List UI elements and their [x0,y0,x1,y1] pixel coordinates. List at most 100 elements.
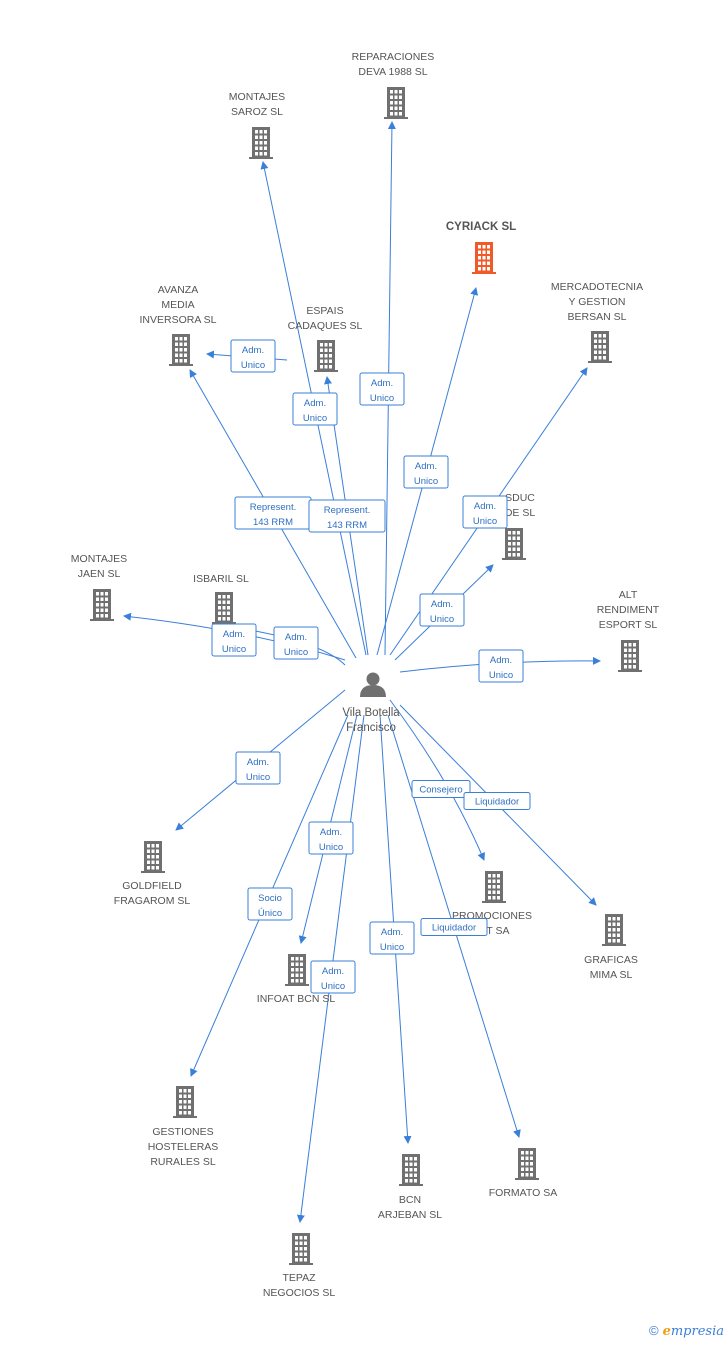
nodes-layer: REPARACIONES DEVA 1988 SL MONTAJES SAROZ SL… [71,51,660,1299]
company-name-line: REPARACIONES [352,51,435,63]
role-text-line: Liquidador [432,923,476,934]
company-node-formato[interactable]: FORMATO SA [489,1148,557,1199]
company-name-line: INFOAT BCN SL [257,993,336,1005]
center-name-line-2: Francisco [346,722,396,734]
company-node-reparaciones-deva[interactable]: REPARACIONES DEVA 1988 SL [352,51,435,119]
company-name-line: MEDIA [161,299,194,311]
company-name-line: HOSTELERAS [148,1141,219,1153]
role-text-line: Unico [241,360,265,371]
role-label-montajes-jaen: Adm.Unico [211,623,257,657]
role-label-bcn-arjeban: Adm. Unico [369,921,415,955]
role-text-line: Unico [380,942,404,953]
building-icon [588,331,612,363]
role-text-line: Unico [321,981,345,992]
role-label-tepaz: Adm.Unico [310,960,356,994]
building-icon [618,640,642,672]
role-text-line: Unico [430,614,454,625]
empresia-logo: empresia [662,1324,724,1339]
company-name-line: MONTAJES [71,553,127,565]
role-text-line: Unico [246,772,270,783]
company-node-cyriack[interactable]: CYRIACK SL [446,221,516,274]
role-text-line: 143 RRM [327,520,367,531]
company-name-line: GESTIONES [152,1126,213,1138]
role-text-line: Adm. [247,757,269,768]
role-text-line: Adm. [431,599,453,610]
building-icon [90,589,114,621]
role-label-graficas-mima: Liquidador [463,792,531,810]
role-label-promociones: Consejero [411,780,471,798]
company-name-line: DE SL [505,507,536,519]
building-icon [141,841,165,873]
company-node-montajes-saroz[interactable]: MONTAJES SAROZ SL [229,91,285,159]
role-text-line: Unico [319,842,343,853]
company-name-line: ISBARIL SL [193,573,249,585]
role-label-goldfield: Adm. Unico [235,751,281,785]
company-name-line: NEGOCIOS SL [263,1287,336,1299]
building-icon [169,334,193,366]
company-node-mercadotecnia[interactable]: MERCADOTECNIA Y GESTION BERSAN SL [551,281,643,363]
role-text-line: 143 RRM [253,517,293,528]
company-name-line: CYRIACK SL [446,221,516,233]
role-label-avanza-media: Adm.Unico [230,339,276,373]
footer-brand: ©empresia [649,1323,724,1339]
role-text-line: Socio [258,893,282,904]
role-text-line: Adm. [415,461,437,472]
company-name-line: Y GESTION [569,296,626,308]
company-name-line: RURALES SL [150,1156,216,1168]
role-label-cyriack: Adm.Unico [403,455,449,489]
company-name-line: ALT [619,589,638,601]
company-node-infoat-bcn[interactable]: INFOAT BCN SL [257,954,336,1005]
role-label-espais-cadaques: Represent. 143 RRM [308,499,386,533]
company-name-line: MONTAJES [229,91,285,103]
person-icon [360,672,386,697]
company-node-alt-rendiment[interactable]: ALT RENDIMENT ESPORT SL [597,589,660,672]
role-text-line: Represent. [250,502,296,513]
role-label-espais-cadaques: Adm.Unico [292,392,338,426]
company-name-line: INVERSORA SL [139,314,216,326]
building-icon [472,242,496,274]
role-label-formato: Liquidador [420,918,488,936]
role-text-line: Represent. [324,505,370,516]
building-icon [482,871,506,903]
role-text-line: Adm. [490,655,512,666]
company-name-line: ESPORT SL [599,619,658,631]
role-text-line: Adm. [223,629,245,640]
company-name-line: FRAGAROM SL [114,895,191,907]
company-name-line: TEPAZ [282,1272,316,1284]
company-name-line: DEVA 1988 SL [358,66,427,78]
company-name-line: FORMATO SA [489,1187,557,1199]
company-name-line: BCN [399,1194,421,1206]
center-name-line-1: Vila Botella [342,707,400,719]
center-person[interactable]: Vila Botella Francisco [342,672,400,735]
company-name-line: RENDIMENT [597,604,660,616]
role-text-line: Adm. [381,927,403,938]
company-name-line: BERSAN SL [568,311,627,323]
company-name-line: MERCADOTECNIA [551,281,643,293]
company-node-gestiones-hosteleras[interactable]: GESTIONES HOSTELERAS RURALES SL [148,1086,219,1168]
role-label-alt-rendiment: Adm.Unico [478,649,524,683]
building-icon [289,1233,313,1265]
roles-layer: Adm.UnicoAdm.UnicoAdm.UnicoAdm.UnicoRepr… [211,339,531,994]
company-name-line: MIMA SL [590,969,633,981]
role-text-line: Unico [303,413,327,424]
role-text-line: Unico [473,516,497,527]
company-name-line: ARJEBAN SL [378,1209,442,1221]
company-node-tepaz[interactable]: TEPAZ NEGOCIOS SL [263,1233,336,1299]
company-node-bcn-arjeban[interactable]: BCN ARJEBAN SL [378,1154,442,1221]
role-label-montajes-saroz: Represent. 143 RRM [234,496,312,530]
company-name-line: SAROZ SL [231,106,283,118]
role-text-line: Adm. [320,827,342,838]
copyright-symbol: © [648,1323,659,1338]
building-icon [384,87,408,119]
company-node-isbaril[interactable]: ISBARIL SL [193,573,249,624]
building-icon [173,1086,197,1118]
building-icon [515,1148,539,1180]
